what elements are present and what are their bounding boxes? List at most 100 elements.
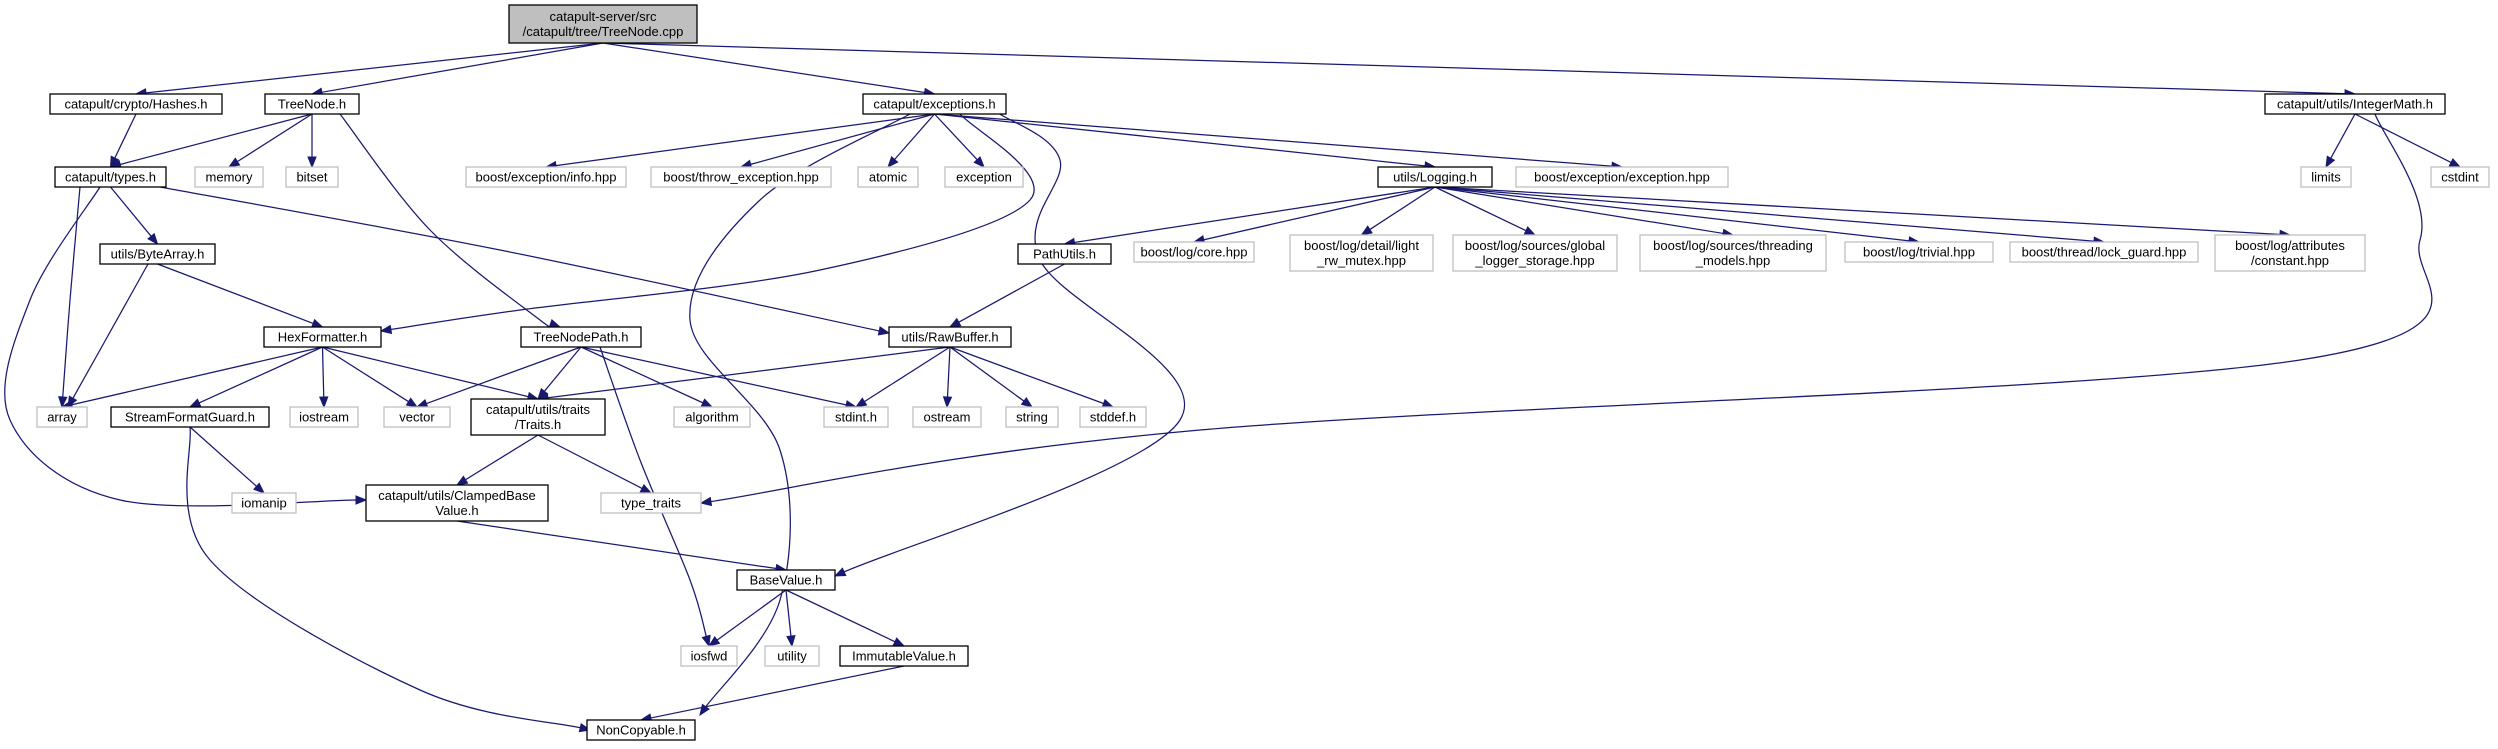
edge-types-to-bytearray: [110, 186, 159, 246]
node-box: [520, 326, 642, 348]
node-box: [764, 645, 820, 667]
node-traits[interactable]: catapult/utils/traits/Traits.h: [470, 398, 606, 436]
edge-arrowhead: [877, 326, 891, 336]
edge-line: [1434, 186, 1911, 242]
node-label: cstdint: [2441, 170, 2479, 185]
edge-hexformatter-to-traits: [322, 346, 540, 402]
edge-line: [599, 346, 708, 638]
edge-arrowhead: [455, 475, 469, 486]
edge-line: [425, 346, 582, 405]
edge-line: [389, 113, 1035, 331]
edge-streamformatguard-to-iomanip: [189, 426, 266, 494]
node-hashes[interactable]: catapult/crypto/Hashes.h: [49, 93, 223, 115]
node-treenodepath[interactable]: TreeNodePath.h: [520, 326, 642, 348]
node-box: [1452, 234, 1618, 272]
node-label: /Traits.h: [515, 417, 561, 432]
edge-basevalue-to-iosfwd: [707, 589, 787, 647]
edge-line: [2354, 113, 2453, 164]
edge-logging-to-b_constant: [1434, 186, 2292, 240]
node-immutablevalue[interactable]: ImmutableValue.h: [839, 645, 969, 667]
node-label: TreeNodePath.h: [534, 330, 629, 345]
node-box: [1844, 241, 1994, 263]
node-cstdint: cstdint: [2430, 166, 2490, 188]
edge-treenode-to-memory: [227, 113, 313, 168]
node-box: [1515, 166, 1729, 188]
node-treenode[interactable]: TreeNode.h: [264, 93, 360, 115]
edge-line: [715, 589, 787, 642]
node-box: [1079, 406, 1147, 428]
node-box: [600, 492, 702, 514]
node-utility: utility: [764, 645, 820, 667]
edge-arrowhead: [639, 483, 653, 494]
edge-line: [749, 113, 935, 166]
node-label: catapult/exceptions.h: [873, 97, 995, 112]
edge-arrowhead: [701, 634, 711, 648]
edge-types-to-rawbuffer: [159, 186, 891, 336]
node-rawbuffer[interactable]: utils/RawBuffer.h: [888, 326, 1012, 348]
node-label: _rw_mutex.hpp: [1316, 253, 1406, 268]
node-box: [736, 569, 836, 591]
node-box: [54, 166, 167, 188]
edge-line: [113, 113, 137, 160]
node-b_core: boost/log/core.hpp: [1133, 241, 1255, 263]
edge-exceptions-to-basevalue: [833, 113, 1186, 577]
node-label: boost/throw_exception.hpp: [663, 170, 818, 185]
node-label: iomanip: [241, 496, 287, 511]
node-label: boost/exception/info.hpp: [476, 170, 617, 185]
node-box: [1289, 234, 1434, 272]
nodes-layer: catapult-server/src/catapult/tree/TreeNo…: [36, 4, 2490, 741]
edge-arrowhead: [948, 317, 962, 328]
edge-line: [1434, 186, 1528, 232]
node-streamformatguard[interactable]: StreamFormatGuard.h: [110, 406, 270, 428]
edge-integermath-to-cstdint: [2354, 113, 2462, 168]
node-box: [264, 93, 360, 115]
node-label: PathUtils.h: [1033, 247, 1096, 262]
node-bytearray[interactable]: utils/ByteArray.h: [99, 243, 216, 265]
edge-arrowhead: [319, 396, 329, 409]
node-integermath[interactable]: catapult/utils/IntegerMath.h: [2264, 93, 2446, 115]
edge-rawbuffer-to-stdint: [854, 346, 951, 408]
edges-layer: [4, 42, 2462, 733]
edge-types-to-array: [58, 186, 81, 409]
node-label: catapult/utils/traits: [486, 402, 591, 417]
node-types[interactable]: catapult/types.h: [54, 166, 167, 188]
node-basevalue[interactable]: BaseValue.h: [736, 569, 836, 591]
node-label: array: [47, 410, 77, 425]
node-memory: memory: [194, 166, 264, 188]
edge-arrowhead: [1360, 225, 1373, 236]
edge-line: [144, 42, 604, 94]
node-logging[interactable]: utils/Logging.h: [1377, 166, 1493, 188]
node-pathutils[interactable]: PathUtils.h: [1017, 243, 1112, 265]
edge-arrowhead: [405, 397, 419, 408]
node-label: _logger_storage.hpp: [1474, 253, 1594, 268]
node-box: [823, 406, 889, 428]
node-box: [231, 492, 297, 514]
edge-basevalue-to-utility: [785, 589, 796, 648]
edge-line: [934, 113, 1427, 167]
node-stdint: stdint.h: [823, 406, 889, 428]
edge-line: [71, 263, 149, 400]
node-label: catapult/crypto/Hashes.h: [64, 97, 207, 112]
node-box: [2264, 93, 2446, 115]
node-box: [857, 166, 919, 188]
node-exceptions[interactable]: catapult/exceptions.h: [862, 93, 1007, 115]
edge-traits-to-clampedbase: [455, 434, 539, 486]
node-noncopyable[interactable]: NonCopyable.h: [586, 719, 696, 741]
node-box: [944, 166, 1024, 188]
edge-basevalue-to-immutablevalue: [785, 589, 906, 647]
edge-bytearray-to-array: [67, 263, 149, 409]
edge-line: [934, 113, 1614, 167]
node-label: catapult-server/src: [550, 9, 657, 24]
edge-arrowhead: [188, 398, 202, 408]
node-label: HexFormatter.h: [278, 330, 368, 345]
edge-logging-to-b_light: [1360, 186, 1436, 236]
node-label: string: [1016, 410, 1048, 425]
node-root[interactable]: catapult-server/src/catapult/tree/TreeNo…: [508, 4, 698, 44]
edge-exceptions-to-logging: [934, 113, 1437, 171]
edge-line: [785, 589, 897, 643]
node-label: catapult/utils/ClampedBase: [378, 488, 536, 503]
node-hexformatter[interactable]: HexFormatter.h: [263, 326, 382, 348]
edge-line: [119, 113, 313, 166]
edge-line: [554, 113, 935, 167]
